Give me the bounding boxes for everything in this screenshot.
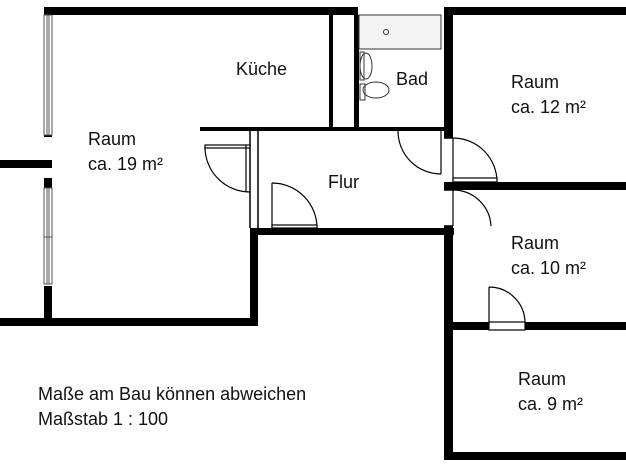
disclaimer-note: Maße am Bau können abweichen (38, 384, 307, 404)
door-raum-12 (452, 137, 498, 183)
wall-top-left (44, 7, 358, 15)
window-left (43, 14, 53, 285)
door-raum-10-upper (452, 189, 492, 227)
room-area-raum-19: ca. 19 m² (88, 154, 164, 174)
wall-right-spine-bottom (444, 226, 453, 460)
wall-top-right (444, 7, 626, 15)
wall-raum12-bottom (444, 182, 626, 190)
wall-bath-left (354, 15, 359, 130)
room-area-raum-9: ca. 9 m² (518, 394, 584, 414)
room-area-raum-12: ca. 12 m² (511, 97, 587, 117)
room-label-bad: Bad (396, 69, 429, 89)
wall-raum9-bottom (444, 452, 626, 460)
scale-note: Maßstab 1 : 100 (38, 409, 169, 429)
wall-kitchen-right (329, 15, 333, 130)
door-raum-10-lower (488, 286, 526, 331)
door-bad (397, 130, 442, 175)
wall-right-spine-upper (444, 7, 453, 138)
toilet (362, 81, 390, 99)
bathroom-fixtures (358, 14, 442, 101)
wall-left-middle (44, 178, 52, 188)
bathtub (358, 14, 442, 50)
room-area-raum-10: ca. 10 m² (511, 258, 587, 278)
wall-raum10-bottom (444, 322, 626, 330)
room-label-kueche: Küche (236, 59, 288, 79)
room-label-raum-12: Raum (511, 72, 560, 92)
room-label-flur: Flur (328, 172, 359, 192)
doors (204, 130, 526, 331)
door-flur-lower (271, 182, 318, 229)
room-label-raum-9: Raum (518, 369, 567, 389)
sink (359, 52, 373, 80)
wall-left-bottom (0, 318, 258, 326)
room-label-raum-10: Raum (511, 233, 560, 253)
wall-raum19-right (250, 228, 258, 326)
wall-kitchen-bottom (200, 127, 450, 131)
room-label-raum-19: Raum (88, 129, 137, 149)
wall-balcony-stub (0, 160, 52, 168)
wall-corridor-bottom (250, 228, 454, 235)
wall-left-lower (44, 286, 52, 326)
door-raum-19 (204, 144, 251, 193)
